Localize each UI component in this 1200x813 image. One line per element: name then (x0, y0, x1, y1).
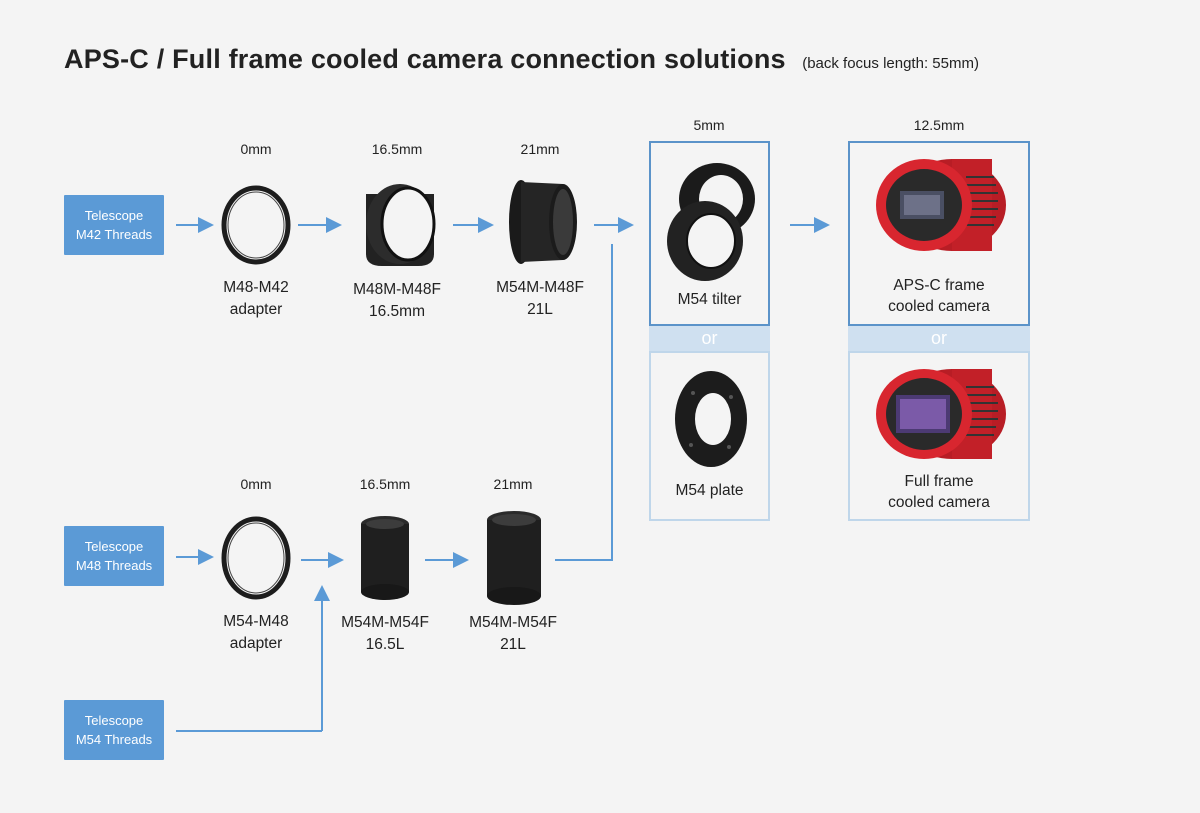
telescope-m42-box: Telescope M42 Threads (64, 195, 164, 255)
line-bottom-to-tilter (555, 244, 613, 561)
m54-tilter-label: M54 tilter (677, 291, 742, 308)
label-bottom-2: M54M-M54F 16.5L (310, 612, 460, 656)
full-frame-camera-label-line2: cooled camera (888, 494, 990, 511)
label-bottom-3-line2: 21L (500, 636, 526, 653)
dim-camera: 12.5mm (913, 117, 965, 133)
label-top-1-line1: M48-M42 (223, 279, 289, 296)
m48-m42-adapter-ring-image (221, 185, 291, 265)
dim-top-1: 0mm (240, 141, 272, 157)
telescope-m48-line2: M48 Threads (75, 558, 153, 573)
label-top-1-line2: adapter (229, 301, 283, 318)
aps-c-camera-panel: APS-C frame cooled camera (848, 141, 1030, 326)
page-subtitle: (back focus length: 55mm) (802, 55, 979, 72)
label-top-2-line2: 16.5mm (369, 303, 425, 320)
dim-bottom-1: 0mm (240, 476, 272, 492)
m54m-m54f-16-5-tube-image (361, 516, 409, 600)
m54-plate-label: M54 plate (675, 482, 744, 499)
label-top-3: M54M-M48F 21L (465, 277, 615, 321)
label-bottom-2-line2: 16.5L (365, 636, 405, 653)
label-top-2: M48M-M48F 16.5mm (322, 279, 472, 323)
label-bottom-1-line2: adapter (229, 635, 283, 652)
label-bottom-1-line1: M54-M48 (223, 613, 289, 630)
aps-c-camera-label-line2: cooled camera (888, 298, 990, 315)
m54-plate-image (675, 371, 747, 467)
aps-c-camera-label-line1: APS-C frame (893, 277, 985, 294)
full-frame-camera-image (876, 369, 1006, 459)
m54m-m48f-extension-tube-image (509, 180, 577, 264)
m54m-m54f-21l-tube-image (487, 511, 541, 605)
telescope-m42-line2: M42 Threads (75, 227, 153, 242)
dim-tilter: 5mm (693, 117, 725, 133)
title-row: APS-C / Full frame cooled camera connect… (64, 44, 979, 75)
telescope-m54-line2: M54 Threads (75, 732, 153, 747)
label-bottom-3-line1: M54M-M54F (469, 614, 557, 631)
full-frame-camera-panel: Full frame cooled camera (848, 351, 1030, 521)
dim-bottom-3: 21mm (493, 476, 533, 492)
m54-tilter-panel: M54 tilter (649, 141, 770, 326)
label-bottom-1: M54-M48 adapter (181, 611, 331, 655)
full-frame-camera-label-line1: Full frame (904, 473, 974, 490)
label-top-1: M48-M42 adapter (181, 277, 331, 321)
m54-tilter-image (667, 163, 755, 281)
aps-c-camera-label: APS-C frame cooled camera (850, 275, 1028, 317)
dim-bottom-2: 16.5mm (359, 476, 411, 492)
or-bar-tilter: or (649, 326, 770, 351)
telescope-m54-box: Telescope M54 Threads (64, 700, 164, 760)
aps-c-camera-image (876, 159, 1006, 251)
m48m-m48f-extension-tube-image (366, 184, 436, 266)
telescope-m54-line1: Telescope (84, 713, 144, 728)
label-bottom-2-line1: M54M-M54F (341, 614, 429, 631)
or-bar-camera: or (848, 326, 1030, 351)
dim-top-3: 21mm (520, 141, 560, 157)
label-top-3-line1: M54M-M48F (496, 279, 584, 296)
m54-plate-panel: M54 plate (649, 351, 770, 521)
dim-top-2: 16.5mm (371, 141, 423, 157)
label-top-3-line2: 21L (527, 301, 553, 318)
m54-m48-adapter-ring-image (221, 516, 291, 600)
telescope-m48-box: Telescope M48 Threads (64, 526, 164, 586)
page-title: APS-C / Full frame cooled camera connect… (64, 44, 786, 74)
label-top-2-line1: M48M-M48F (353, 281, 441, 298)
telescope-m42-line1: Telescope (84, 208, 144, 223)
label-bottom-3: M54M-M54F 21L (438, 612, 588, 656)
telescope-m48-line1: Telescope (84, 539, 144, 554)
full-frame-camera-label: Full frame cooled camera (850, 471, 1028, 513)
